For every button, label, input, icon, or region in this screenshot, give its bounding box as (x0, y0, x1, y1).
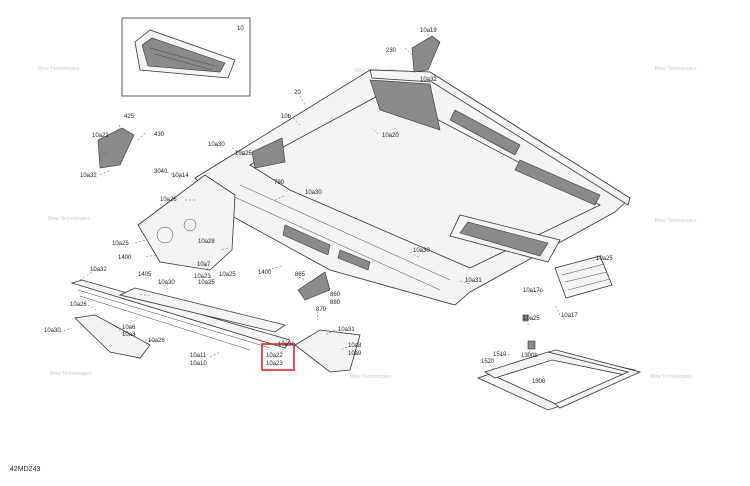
highlight-box (261, 343, 295, 371)
callout-label: 10a7 (197, 262, 211, 268)
watermark: Blow Technologies (655, 218, 697, 224)
callout-label: 10a25 (235, 151, 252, 157)
callout-label: 10a22 (266, 353, 283, 359)
leader-lines (59, 34, 599, 382)
side-panels (97, 35, 441, 271)
watermark: Blow Technologies (350, 374, 392, 380)
callout-label: 10a26 (160, 197, 177, 203)
callout-label: 10a8 (348, 343, 362, 349)
watermark: Blow Technologies (650, 374, 692, 380)
watermark: Blow Technologies (48, 216, 90, 222)
callout-label: 10a30 (305, 190, 322, 196)
callout-label: 430 (154, 132, 165, 138)
callout-label: 865 (295, 272, 306, 278)
callout-label: 1405 (138, 272, 152, 278)
callout-label: 10a26 (148, 338, 165, 344)
callout-label: 1400 (258, 270, 272, 276)
callout-label: 1400 (118, 255, 132, 261)
callout-label: 10a21 (92, 133, 109, 139)
callout-label: 10a30 (44, 328, 61, 334)
callout-label: 10a14 (172, 173, 189, 179)
callout-label: 10a25 (219, 272, 236, 278)
callout-label: 10a30 (278, 342, 295, 348)
callout-label: 10a31 (338, 327, 355, 333)
callout-label: 10a23 (194, 274, 211, 280)
callout-label: 10a25 (198, 280, 215, 286)
callout-label: 870 (316, 307, 327, 313)
callout-labels: 10a19 230 10a32 20 10b 10a20 425 430 10a… (44, 28, 613, 385)
watermark: Blow Technologies (50, 371, 92, 377)
callout-label: 10a30 (413, 248, 430, 254)
callout-label: 10a9 (348, 351, 362, 357)
callout-label: 880 (330, 300, 341, 306)
callout-label: 10a23 (266, 361, 283, 367)
callout-label: 10a17 (561, 313, 578, 319)
callout-label: 1520 (481, 359, 495, 365)
callout-label: 10a32 (420, 77, 437, 83)
callout-label: 10a25 (596, 256, 613, 262)
callout-label: 10a11 (190, 353, 207, 359)
callout-label: 10a28 (198, 239, 215, 245)
callout-label: 10b (281, 114, 292, 120)
callout-label: 1300 (532, 379, 546, 385)
right-parts (476, 255, 642, 411)
figure-code: 42MD243 (10, 466, 40, 473)
callout-label: 10a31 (465, 278, 482, 284)
callout-label: 1300b (521, 353, 538, 359)
inset-detail: 10 (121, 17, 251, 97)
running-boards (70, 271, 361, 373)
callout-label: 10a26 (70, 302, 87, 308)
callout-label: 10a10 (190, 361, 207, 367)
callout-label: 860 (330, 292, 341, 298)
callout-label: 10a6 (122, 325, 136, 331)
callout-label: 10a25 (112, 241, 129, 247)
watermark: Blow Technologies (655, 66, 697, 72)
callout-label: 10a30 (208, 142, 225, 148)
watermark: Blow Technologies (38, 66, 80, 72)
callout-label: 10a32 (80, 173, 97, 179)
callout-label: 10a19 (420, 28, 437, 34)
callout-label: 10a25 (523, 316, 540, 322)
callout-label: 10a3 (122, 332, 136, 338)
callout-label: 10a17c (523, 288, 543, 294)
inset-label: 10 (237, 26, 244, 32)
callout-label: 20 (294, 90, 301, 96)
callout-label: 230 (386, 48, 397, 54)
tunnel-assembly (194, 69, 631, 306)
callout-label: 10a20 (382, 133, 399, 139)
callout-label: 3040 (154, 169, 168, 175)
callout-label: 10a30 (158, 280, 175, 286)
callout-label: 1510 (493, 352, 507, 358)
callout-label: 790 (274, 180, 285, 186)
callout-label: 10a32 (90, 267, 107, 273)
callout-label: 425 (124, 114, 135, 120)
